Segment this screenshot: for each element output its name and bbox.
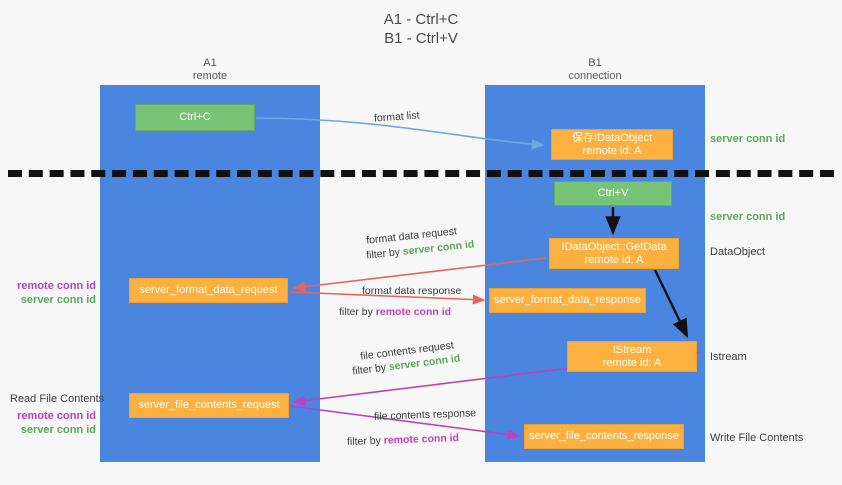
lane-a1-role: remote [192, 70, 228, 82]
label-server-conn-id-mid: server conn id [710, 211, 786, 223]
edge-label-format-data-response: format data response [362, 285, 462, 297]
filter-prefix: filter by [351, 361, 390, 378]
label-remote-conn-id-lower: remote conn id [17, 410, 96, 422]
label-remote-conn-id-upper: remote conn id [17, 280, 96, 292]
filter-prefix: filter by [346, 434, 384, 448]
node-server-file-contents-response[interactable]: server_file_contents_response [524, 424, 684, 449]
node-getdata-line2: remote id: A [584, 253, 644, 266]
node-ctrl-c[interactable]: Ctrl+C [135, 104, 255, 131]
edge-label-format-data-response-filter: filter by remote conn id [339, 305, 451, 319]
node-save-idataobject-line1: 保存IDataObject [571, 131, 653, 144]
node-server-file-contents-response-label: server_file_contents_response [529, 430, 679, 442]
filter-value-remote-conn-id: remote conn id [375, 306, 452, 318]
edge-label-file-contents-response: file contents response [373, 407, 477, 423]
label-group-conn-ids-lower: remote conn id server conn id [10, 409, 96, 437]
node-istream[interactable]: IStream remote id: A [567, 341, 697, 372]
node-istream-line1: IStream [612, 343, 652, 356]
edge-label-format-list: format list [373, 109, 420, 125]
node-server-file-contents-request-label: server_file_contents_request [138, 399, 280, 411]
phase-divider [8, 170, 834, 177]
lane-a1-name: A1 [203, 57, 217, 69]
page-title: A1 - Ctrl+C B1 - Ctrl+V [0, 10, 842, 48]
lane-b1-role: connection [568, 70, 622, 82]
filter-prefix: filter by [365, 245, 404, 262]
node-server-format-data-response[interactable]: server_format_data_response [489, 288, 646, 313]
lane-b1-name: B1 [588, 57, 602, 69]
filter-value-remote-conn-id: remote conn id [383, 432, 460, 447]
label-istream: Istream [710, 351, 747, 363]
title-line-2: B1 - Ctrl+V [384, 30, 458, 47]
node-ctrl-c-label: Ctrl+C [179, 111, 211, 123]
filter-prefix: filter by [339, 306, 376, 318]
label-dataobject: DataObject [710, 246, 766, 258]
node-istream-line2: remote id: A [602, 356, 662, 369]
label-write-file-contents: Write File Contents [710, 432, 804, 444]
label-read-file-contents: Read File Contents [10, 393, 105, 405]
edge-label-file-contents-response-filter: filter by remote conn id [347, 431, 459, 449]
node-ctrl-v-label: Ctrl+V [597, 187, 629, 199]
label-server-conn-id-top: server conn id [710, 133, 786, 145]
node-server-format-data-request[interactable]: server_format_data_request [129, 278, 288, 303]
node-server-format-data-response-label: server_format_data_response [494, 294, 641, 306]
node-idataobject-getdata[interactable]: IDataObject::GetData remote id: A [549, 238, 679, 269]
label-server-conn-id-upper: server conn id [20, 294, 96, 306]
node-save-idataobject-line2: remote id: A [582, 144, 642, 157]
node-server-format-data-request-label: server_format_data_request [139, 284, 278, 296]
lane-header-a1: A1 remote [100, 57, 320, 83]
node-server-file-contents-request[interactable]: server_file_contents_request [129, 393, 289, 418]
lane-header-b1: B1 connection [485, 57, 705, 83]
node-getdata-line1: IDataObject::GetData [561, 240, 667, 253]
title-line-1: A1 - Ctrl+C [383, 11, 459, 28]
label-group-conn-ids-upper: remote conn id server conn id [10, 279, 96, 307]
node-save-idataobject[interactable]: 保存IDataObject remote id: A [551, 129, 673, 160]
label-server-conn-id-lower: server conn id [20, 424, 96, 436]
node-ctrl-v[interactable]: Ctrl+V [554, 181, 672, 206]
